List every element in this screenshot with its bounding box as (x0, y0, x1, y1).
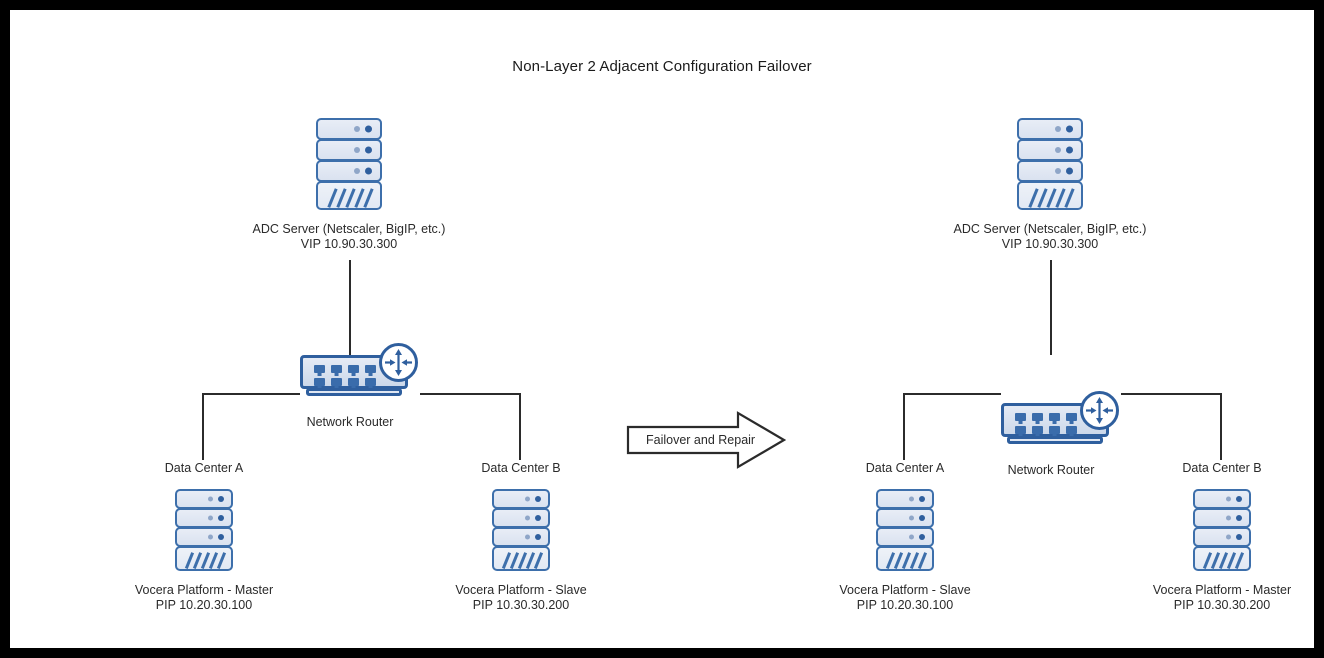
data-center-a-node-before[interactable]: Data Center A Vocera Platform - Master (135, 461, 273, 612)
platform-role: Vocera Platform - Master (134, 583, 274, 597)
adc-server-title: ADC Server (Netscaler, BigIP, etc.) (252, 222, 446, 236)
link-router-to-dc-a-v (903, 393, 905, 460)
data-center-b-caption: Vocera Platform - Slave PIP 10.30.30.200 (455, 583, 586, 613)
failover-badge-icon (1080, 391, 1119, 430)
link-router-to-dc-a-h (903, 393, 1001, 395)
data-center-b-node-after[interactable]: Data Center B Vocera Platform - Master (1153, 461, 1291, 612)
adc-server-caption: ADC Server (Netscaler, BigIP, etc.) VIP … (253, 222, 446, 252)
server-icon (316, 118, 382, 210)
network-router-node-before[interactable]: Network Router (300, 343, 420, 429)
data-center-a-node-after[interactable]: Data Center A Vocera Platform - Slave (839, 461, 970, 612)
link-router-to-dc-b-v (1220, 393, 1222, 460)
link-router-to-dc-b-h (1121, 393, 1222, 395)
data-center-a-caption: Vocera Platform - Master PIP 10.20.30.10… (135, 583, 273, 613)
data-center-b-label: Data Center B (481, 461, 561, 475)
network-router-label: Network Router (1007, 463, 1095, 477)
topology-group-after: ADC Server (Netscaler, BigIP, etc.) VIP … (10, 58, 1314, 612)
network-router-node-after[interactable]: Network Router (1001, 391, 1121, 477)
link-router-to-dc-a-h (202, 393, 300, 395)
platform-role: Vocera Platform - Slave (455, 583, 587, 597)
link-adc-to-router (349, 260, 351, 355)
server-icon (1017, 118, 1083, 210)
adc-server-vip: VIP 10.90.30.300 (1001, 237, 1099, 251)
platform-pip: PIP 10.30.30.200 (472, 598, 570, 612)
link-adc-to-router (1050, 260, 1052, 355)
link-router-to-dc-b-v (519, 393, 521, 460)
data-center-a-label: Data Center A (164, 461, 244, 475)
failover-arrow: Failover and Repair (626, 411, 786, 469)
platform-pip: PIP 10.20.30.100 (155, 598, 253, 612)
link-router-to-dc-b-h (420, 393, 521, 395)
network-router-label: Network Router (306, 415, 394, 429)
platform-role: Vocera Platform - Slave (839, 583, 971, 597)
failover-badge-icon (379, 343, 418, 382)
page-title: Non-Layer 2 Adjacent Configuration Failo… (512, 58, 812, 75)
adc-server-node-after[interactable]: ADC Server (Netscaler, BigIP, etc.) VIP … (954, 118, 1146, 251)
server-icon (876, 489, 934, 571)
failover-arrow-label: Failover and Repair (646, 433, 756, 447)
diagram-canvas: Non-Layer 2 Adjacent Configuration Failo… (10, 10, 1314, 648)
server-icon (1193, 489, 1251, 571)
data-center-a-label: Data Center A (865, 461, 945, 475)
data-center-b-caption: Vocera Platform - Master PIP 10.30.30.20… (1153, 583, 1291, 613)
data-center-b-node-before[interactable]: Data Center B Vocera Platform - Slave (455, 461, 586, 612)
link-router-to-dc-a-v (202, 393, 204, 460)
adc-server-vip: VIP 10.90.30.300 (300, 237, 398, 251)
platform-role: Vocera Platform - Master (1152, 583, 1292, 597)
platform-pip: PIP 10.20.30.100 (856, 598, 954, 612)
topology-group-before: ADC Server (Netscaler, BigIP, etc.) VIP … (10, 10, 1314, 612)
switch-base (1007, 436, 1103, 444)
adc-server-title: ADC Server (Netscaler, BigIP, etc.) (953, 222, 1147, 236)
server-icon (492, 489, 550, 571)
data-center-a-caption: Vocera Platform - Slave PIP 10.20.30.100 (839, 583, 970, 613)
server-icon (175, 489, 233, 571)
switch-base (306, 388, 402, 396)
adc-server-caption: ADC Server (Netscaler, BigIP, etc.) VIP … (954, 222, 1147, 252)
data-center-b-label: Data Center B (1182, 461, 1262, 475)
platform-pip: PIP 10.30.30.200 (1173, 598, 1271, 612)
adc-server-node-before[interactable]: ADC Server (Netscaler, BigIP, etc.) VIP … (253, 118, 445, 251)
